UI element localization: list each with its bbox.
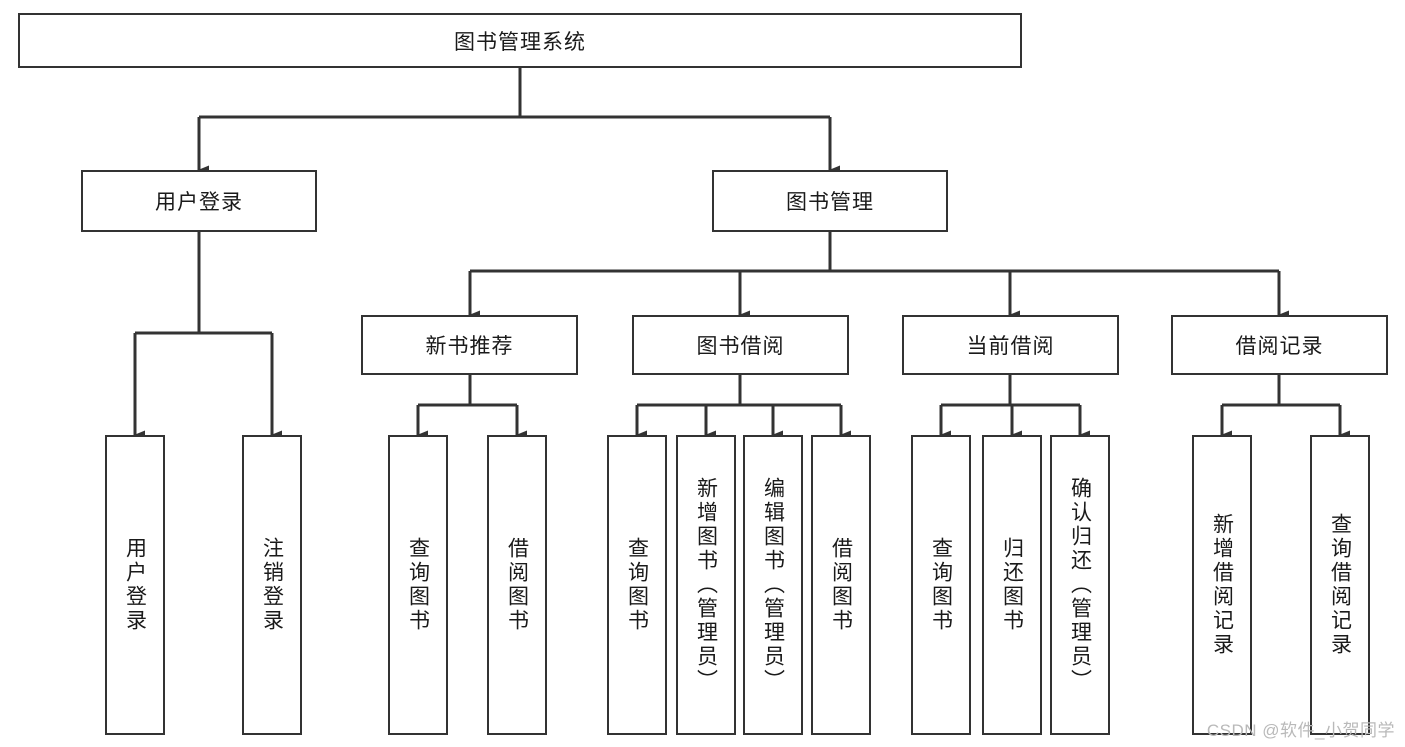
node-leaf-query-record-label: 查询借阅记录 <box>1328 513 1352 657</box>
node-leaf-query-record[interactable]: 查询借阅记录 <box>1310 435 1370 735</box>
node-leaf-user-login[interactable]: 用户登录 <box>105 435 165 735</box>
node-new-book-rec-label: 新书推荐 <box>425 335 514 358</box>
node-leaf-user-logout-label: 注销登录 <box>260 537 284 633</box>
node-borrow-record-label: 借阅记录 <box>1235 335 1324 358</box>
node-new-book-rec[interactable]: 新书推荐 <box>361 315 578 375</box>
node-leaf-edit-book[interactable]: 编辑图书（管理员） <box>743 435 803 735</box>
node-leaf-user-login-label: 用户登录 <box>123 537 147 633</box>
node-leaf-confirm-return-label: 确认归还（管理员） <box>1068 477 1092 693</box>
node-current-borrow-label: 当前借阅 <box>966 335 1055 358</box>
node-leaf-borrow-book-1-label: 借阅图书 <box>505 537 529 633</box>
watermark-text: CSDN @软件_小贺同学 <box>1206 721 1395 740</box>
node-leaf-query-book-1[interactable]: 查询图书 <box>388 435 448 735</box>
node-book-borrow-label: 图书借阅 <box>696 335 785 358</box>
node-leaf-confirm-return[interactable]: 确认归还（管理员） <box>1050 435 1110 735</box>
node-book-borrow[interactable]: 图书借阅 <box>632 315 849 375</box>
node-leaf-add-book-label: 新增图书（管理员） <box>694 477 718 693</box>
node-book-manage[interactable]: 图书管理 <box>712 170 948 232</box>
node-leaf-query-book-1-label: 查询图书 <box>406 537 430 633</box>
node-leaf-add-book[interactable]: 新增图书（管理员） <box>676 435 736 735</box>
node-current-borrow[interactable]: 当前借阅 <box>902 315 1119 375</box>
node-book-manage-label: 图书管理 <box>786 191 874 214</box>
node-leaf-edit-book-label: 编辑图书（管理员） <box>761 477 785 693</box>
node-leaf-return-book[interactable]: 归还图书 <box>982 435 1042 735</box>
node-leaf-add-record[interactable]: 新增借阅记录 <box>1192 435 1252 735</box>
node-borrow-record[interactable]: 借阅记录 <box>1171 315 1388 375</box>
node-leaf-query-book-2-label: 查询图书 <box>625 537 649 633</box>
node-leaf-add-record-label: 新增借阅记录 <box>1210 513 1234 657</box>
node-leaf-query-book-2[interactable]: 查询图书 <box>607 435 667 735</box>
node-user-login-label: 用户登录 <box>155 191 243 214</box>
node-user-login[interactable]: 用户登录 <box>81 170 317 232</box>
node-leaf-return-book-label: 归还图书 <box>1000 537 1024 633</box>
node-leaf-query-book-3-label: 查询图书 <box>929 537 953 633</box>
node-leaf-borrow-book-2[interactable]: 借阅图书 <box>811 435 871 735</box>
node-leaf-user-logout[interactable]: 注销登录 <box>242 435 302 735</box>
node-leaf-borrow-book-2-label: 借阅图书 <box>829 537 853 633</box>
node-leaf-borrow-book-1[interactable]: 借阅图书 <box>487 435 547 735</box>
node-leaf-query-book-3[interactable]: 查询图书 <box>911 435 971 735</box>
node-root[interactable]: 图书管理系统 <box>18 13 1022 68</box>
node-root-label: 图书管理系统 <box>454 30 586 54</box>
